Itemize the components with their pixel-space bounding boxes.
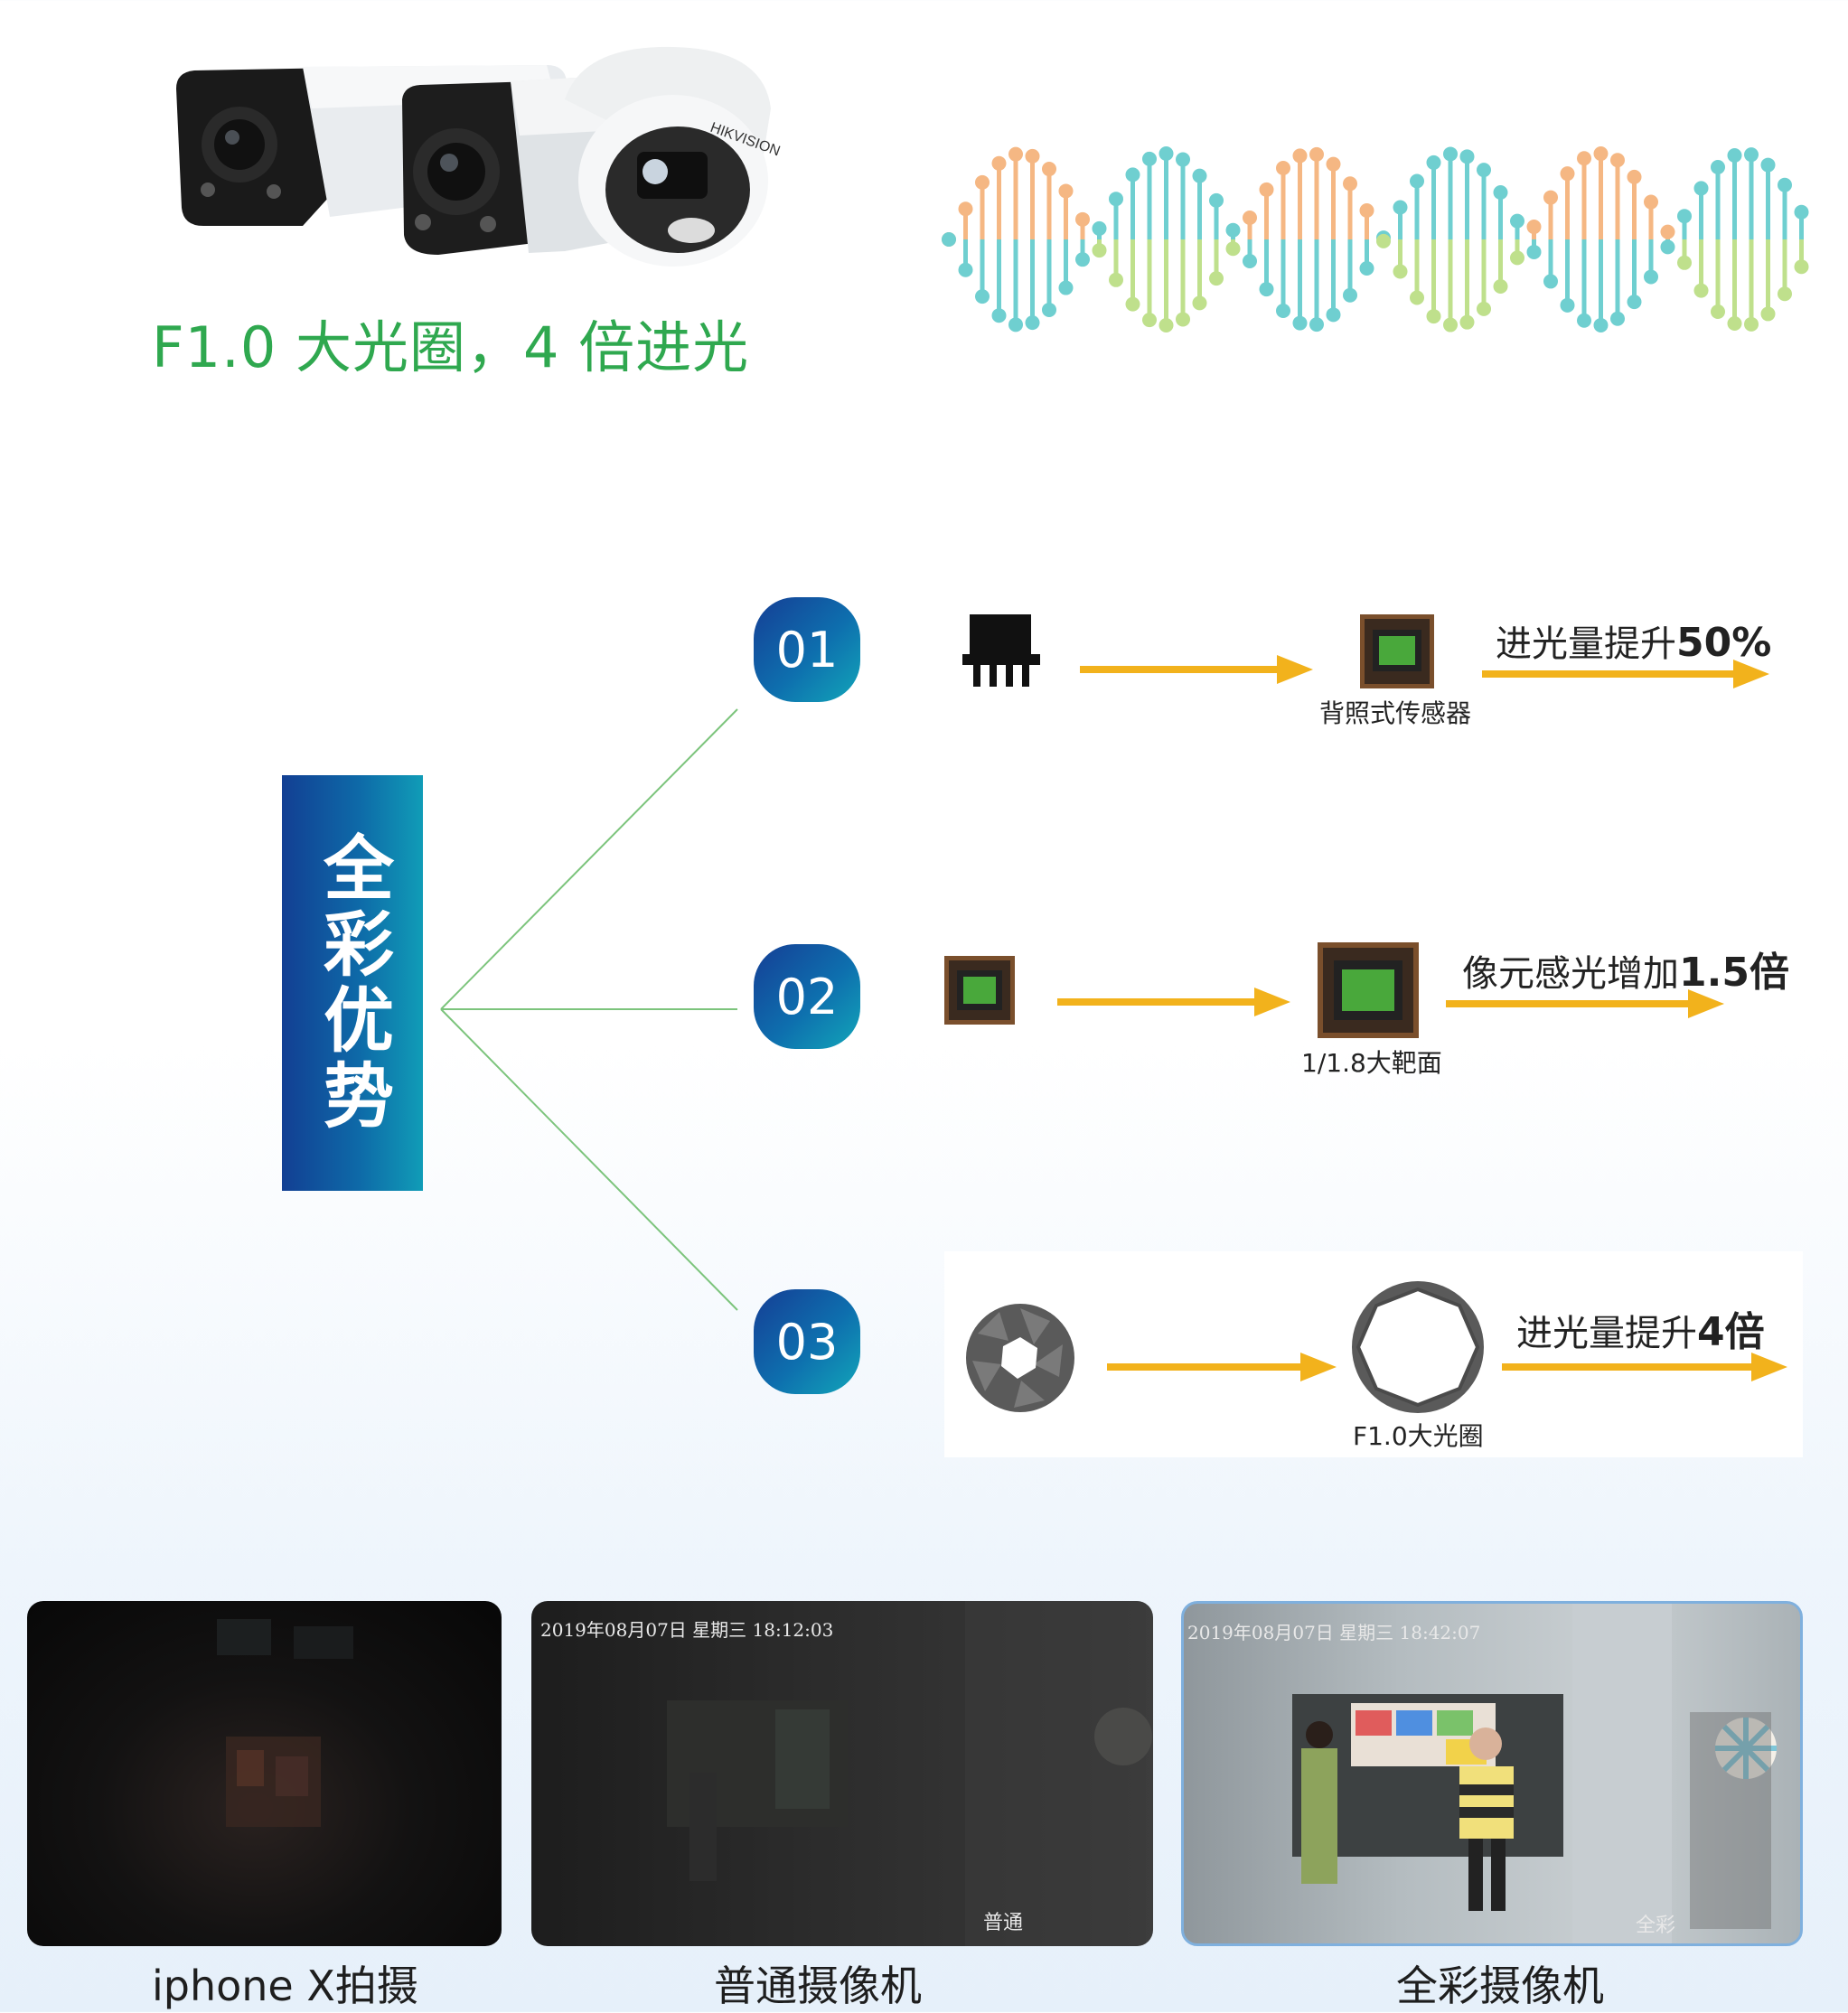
wave-bar	[1125, 167, 1140, 312]
aperture-caption: F1.0大光圈	[1353, 1421, 1484, 1451]
wave-bar	[1292, 148, 1308, 331]
wave-bar	[975, 174, 990, 304]
wave-bar	[1727, 148, 1742, 331]
wave-bar	[1343, 176, 1357, 303]
step-number-01: 01	[754, 597, 860, 702]
wave-bar	[1693, 181, 1709, 298]
wave-bar	[1644, 194, 1658, 285]
wave-bar	[1042, 162, 1056, 317]
wave-bar	[1276, 161, 1290, 318]
photo-iphone-x	[27, 1601, 502, 1946]
wave-bar	[1627, 169, 1642, 310]
wave-bar	[1393, 200, 1408, 279]
wave-bar	[1660, 224, 1675, 255]
wave-bar	[1092, 220, 1107, 258]
wave-bar	[1192, 168, 1207, 311]
wave-bar	[1142, 151, 1157, 328]
photo-normal-camera: 2019年08月07日 星期三 18:12:03 普通	[531, 1601, 1153, 1946]
wave-bar	[1510, 213, 1524, 266]
small-sensor-chip-icon	[944, 956, 1015, 1025]
wave-bar	[1778, 177, 1792, 302]
wave-bar	[1593, 146, 1609, 332]
wave-bar	[1677, 209, 1692, 270]
backside-sensor-chip-icon	[1360, 614, 1434, 688]
osd-timestamp-fullcolor: 2019年08月07日 星期三 18:42:07	[1187, 1622, 1481, 1643]
front-illuminated-sensor-icon	[962, 614, 1040, 687]
camera-product-image: HIKVISION	[167, 45, 791, 280]
row-01-label-text: 进光量提升	[1496, 623, 1676, 665]
sensor-caption-large: 1/1.8大靶面	[1301, 1048, 1442, 1078]
wave-bar	[1760, 157, 1776, 322]
wave-bar	[1309, 146, 1324, 332]
wave-bar	[1543, 190, 1558, 289]
photo-caption-iphone: iphone X拍摄	[152, 1962, 418, 2010]
wave-bar	[1326, 156, 1341, 323]
arrow-01-a-icon	[1080, 655, 1313, 684]
wave-bar	[1209, 192, 1224, 286]
wave-bar	[1493, 184, 1508, 295]
wave-bar	[1526, 220, 1542, 259]
row-02-label-text: 像元感光增加	[1462, 953, 1679, 995]
arrow-02-a-icon	[1057, 988, 1290, 1016]
wave-bar	[1443, 146, 1458, 332]
decorative-wave-graphic	[942, 146, 1809, 332]
wave-bar	[1711, 159, 1725, 320]
step-number-02: 02	[754, 944, 860, 1049]
row-02-label-value: 1.5倍	[1679, 950, 1789, 996]
full-color-advantage-banner: 全彩优势	[282, 775, 423, 1191]
row-01-label-value: 50%	[1676, 620, 1772, 666]
osd-tag-normal: 普通	[983, 1912, 1024, 1934]
photo-caption-normal: 普通摄像机	[714, 1962, 922, 2010]
row-03-label: 进光量提升4倍	[1516, 1299, 1765, 1357]
arrow-03-a-icon	[1107, 1353, 1337, 1381]
wave-bar	[942, 232, 956, 247]
dome-camera: HIKVISION	[565, 46, 782, 267]
wave-bar	[958, 201, 973, 277]
arrow-03-b-icon	[1502, 1353, 1787, 1381]
wave-bar	[1477, 163, 1491, 316]
wave-bar	[1560, 166, 1575, 313]
wave-bar	[1075, 211, 1090, 267]
wave-bar	[1376, 230, 1391, 248]
arrow-01-b-icon	[1482, 660, 1769, 688]
row-02-label: 像元感光增加1.5倍	[1462, 940, 1789, 997]
headline-aperture: F1.0 大光圈，4 倍进光	[152, 314, 750, 380]
osd-tag-fullcolor: 全彩	[1636, 1915, 1676, 1937]
wave-bar	[991, 155, 1007, 323]
large-aperture-icon	[1352, 1281, 1484, 1413]
photo-caption-fullcolor: 全彩摄像机	[1396, 1962, 1604, 2010]
connector-line-01	[440, 708, 738, 1010]
large-sensor-chip-icon	[1318, 942, 1419, 1038]
small-aperture-icon	[966, 1304, 1074, 1412]
wave-bar	[1025, 148, 1040, 331]
wave-bar	[1259, 182, 1274, 297]
wave-bar	[1459, 149, 1475, 330]
branch-connector-lines	[440, 708, 738, 1311]
row-03-label-text: 进光量提升	[1516, 1313, 1697, 1354]
wave-bar	[1058, 183, 1074, 295]
row-01-label: 进光量提升50%	[1496, 614, 1771, 667]
wave-bar	[1744, 147, 1759, 332]
wave-bar	[1243, 211, 1257, 268]
wave-bar	[1225, 222, 1241, 257]
wave-bar	[1577, 151, 1591, 328]
banner-title: 全彩优势	[312, 831, 393, 1135]
step-number-03: 03	[754, 1289, 860, 1394]
sensor-caption-backside: 背照式传感器	[1319, 698, 1472, 728]
wave-bar	[1109, 192, 1123, 287]
wave-bar	[1426, 154, 1441, 324]
wave-bar	[1794, 204, 1809, 275]
wave-bar	[1610, 153, 1625, 326]
wave-bar	[1008, 146, 1023, 332]
wave-bar	[1159, 146, 1174, 332]
osd-timestamp-normal: 2019年08月07日 星期三 18:12:03	[540, 1619, 834, 1641]
wave-bar	[1359, 202, 1374, 276]
connector-line-03	[440, 1008, 738, 1311]
arrow-02-b-icon	[1446, 989, 1724, 1018]
row-03-label-value: 4倍	[1697, 1309, 1765, 1355]
wave-bar	[1176, 152, 1190, 327]
wave-bar	[1410, 173, 1424, 305]
photo-full-color-camera: 2019年08月07日 星期三 18:42:07 全彩	[1181, 1601, 1803, 1946]
